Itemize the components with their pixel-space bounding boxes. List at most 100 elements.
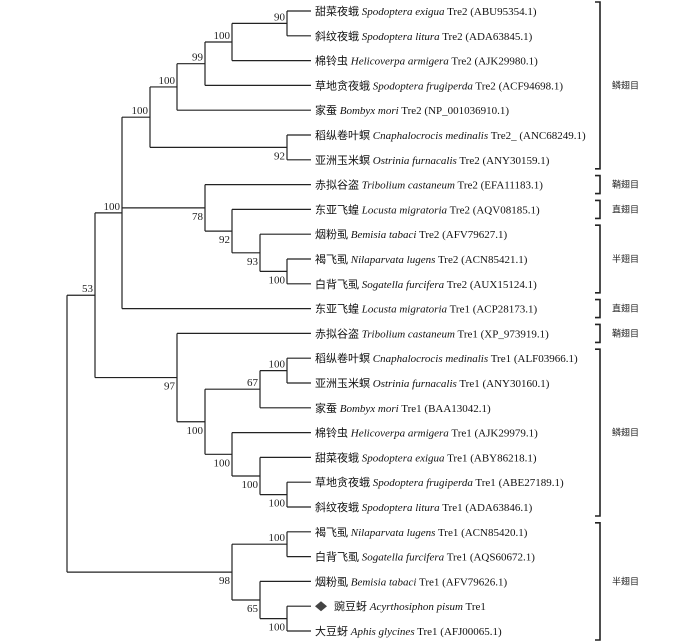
bootstrap-value: 100 bbox=[269, 532, 286, 544]
accession-number: (AQV08185.1) bbox=[470, 204, 540, 216]
taxon-label: 家蚕 Bombyx mori Tre1 (BAA13042.1) bbox=[315, 401, 491, 415]
order-label: 半翅目 bbox=[612, 575, 639, 587]
species-name: Nilaparvata lugens bbox=[350, 254, 436, 266]
order-label: 直翅目 bbox=[612, 303, 639, 315]
chinese-name: 斜纹夜蛾 bbox=[315, 29, 362, 43]
taxon-label: 烟粉虱 Bemisia tabaci Tre1 (AFV79626.1) bbox=[315, 574, 508, 588]
gene-name: Tre2 bbox=[473, 80, 496, 92]
accession-number: (AFV79627.1) bbox=[439, 229, 507, 241]
chinese-name: 豌豆蚜 bbox=[334, 599, 370, 613]
bootstrap-value: 97 bbox=[164, 381, 176, 393]
species-name: Spodoptera litura bbox=[362, 502, 440, 514]
species-name: Spodoptera exigua bbox=[362, 452, 445, 464]
chinese-name: 棉铃虫 bbox=[315, 426, 351, 440]
accession-number: (ANY30159.1) bbox=[480, 155, 550, 167]
taxon-label: 大豆蚜 Aphis glycines Tre1 (AFJ00065.1) bbox=[315, 624, 502, 638]
gene-name: Tre2_ bbox=[488, 130, 517, 142]
species-name: Spodoptera litura bbox=[362, 31, 440, 43]
order-bracket bbox=[595, 1, 601, 170]
diamond-marker-icon bbox=[315, 601, 327, 612]
species-name: Nilaparvata lugens bbox=[350, 527, 436, 539]
taxon-label: 亚洲玉米螟 Ostrinia furnacalis Tre2 (ANY30159… bbox=[315, 154, 550, 167]
chinese-name: 大豆蚜 bbox=[315, 624, 351, 638]
bootstrap-value: 100 bbox=[269, 359, 286, 371]
bootstrap-value: 53 bbox=[82, 283, 94, 295]
chinese-name: 草地贪夜蛾 bbox=[315, 475, 373, 489]
gene-name: Tre1 bbox=[449, 428, 472, 440]
taxon-label: 棉铃虫 Helicoverpa armigera Tre1 (AJK29979.… bbox=[315, 426, 538, 440]
taxon-label: 家蚕 Bombyx mori Tre2 (NP_001036910.1) bbox=[315, 103, 509, 117]
gene-name: Tre2 bbox=[455, 180, 478, 192]
order-bracket bbox=[595, 224, 601, 294]
order-label: 鳞翅目 bbox=[612, 79, 639, 91]
accession-number: (ACF94698.1) bbox=[496, 80, 564, 92]
bootstrap-value: 90 bbox=[274, 11, 286, 23]
bootstrap-value: 67 bbox=[247, 377, 259, 389]
order-bracket bbox=[595, 522, 601, 641]
gene-name: Tre1 bbox=[399, 403, 422, 415]
taxon-label: 棉铃虫 Helicoverpa armigera Tre2 (AJK29980.… bbox=[315, 54, 538, 68]
species-name: Spodoptera exigua bbox=[362, 6, 445, 18]
gene-name: Tre2 bbox=[447, 204, 470, 216]
accession-number: (ALF03966.1) bbox=[511, 353, 578, 365]
bootstrap-value: 100 bbox=[104, 201, 121, 213]
chinese-name: 东亚飞蝗 bbox=[315, 303, 362, 316]
species-name: Sogatella furcifera bbox=[362, 279, 445, 291]
accession-number: (ABU95354.1) bbox=[467, 6, 536, 18]
chinese-name: 甜菜夜蛾 bbox=[315, 450, 362, 464]
gene-name: Tre2 bbox=[416, 229, 439, 241]
accession-number: (AJK29980.1) bbox=[472, 56, 538, 68]
taxon-label: 赤拟谷盗 Tribolium castaneum Tre1 (XP_973919… bbox=[315, 326, 549, 340]
species-name: Helicoverpa armigera bbox=[350, 428, 450, 440]
bootstrap-value: 92 bbox=[219, 234, 230, 246]
accession-number: (AJK29979.1) bbox=[472, 428, 538, 440]
order-bracket bbox=[595, 298, 601, 319]
gene-name: Tre1 bbox=[457, 378, 480, 390]
bootstrap-value: 99 bbox=[192, 52, 204, 64]
order-bracket bbox=[595, 199, 601, 220]
species-name: Cnaphalocrocis medinalis bbox=[373, 130, 488, 142]
chinese-name: 稻纵卷叶螟 bbox=[315, 351, 373, 365]
bootstrap-value: 100 bbox=[269, 622, 286, 634]
order-label: 鞘翅目 bbox=[612, 179, 639, 191]
species-name: Locusta migratoria bbox=[361, 204, 448, 216]
chinese-name: 亚洲玉米螟 bbox=[315, 154, 373, 167]
gene-name: Tre1 bbox=[455, 328, 478, 340]
accession-number: (ACN85421.1) bbox=[458, 254, 527, 266]
chinese-name: 褐飞虱 bbox=[315, 252, 351, 266]
chinese-name: 家蚕 bbox=[315, 401, 340, 415]
accession-number: (EFA11183.1) bbox=[478, 180, 543, 192]
bootstrap-value: 92 bbox=[274, 150, 285, 162]
taxon-label: 东亚飞蝗 Locusta migratoria Tre1 (ACP28173.1… bbox=[315, 303, 538, 316]
chinese-name: 家蚕 bbox=[315, 103, 340, 117]
gene-name: Tre2 bbox=[449, 56, 472, 68]
bootstrap-value: 100 bbox=[159, 75, 176, 87]
species-name: Tribolium castaneum bbox=[362, 328, 455, 340]
bootstrap-value: 93 bbox=[247, 256, 259, 268]
order-bracket bbox=[595, 174, 601, 195]
bootstrap-value: 100 bbox=[269, 274, 286, 286]
gene-name: Tre2 bbox=[445, 6, 468, 18]
gene-name: Tre2 bbox=[435, 254, 458, 266]
species-name: Sogatella furcifera bbox=[362, 552, 445, 564]
accession-number: (BAA13042.1) bbox=[422, 403, 491, 415]
species-name: Bombyx mori bbox=[340, 403, 399, 415]
accession-number: (AFJ00065.1) bbox=[438, 626, 503, 638]
order-label: 鞘翅目 bbox=[612, 327, 639, 339]
taxon-label: 亚洲玉米螟 Ostrinia furnacalis Tre1 (ANY30160… bbox=[315, 377, 550, 390]
order-bracket bbox=[595, 323, 601, 344]
species-name: Spodoptera frugiperda bbox=[373, 477, 474, 489]
gene-name: Tre1 bbox=[444, 552, 467, 564]
chinese-name: 白背飞虱 bbox=[315, 277, 362, 291]
species-name: Aphis glycines bbox=[350, 626, 415, 638]
taxon-label: 斜纹夜蛾 Spodoptera litura Tre1 (ADA63846.1) bbox=[315, 500, 533, 514]
species-name: Locusta migratoria bbox=[361, 304, 448, 316]
species-name: Bombyx mori bbox=[340, 105, 399, 117]
gene-name: Tre1 bbox=[435, 527, 458, 539]
chinese-name: 稻纵卷叶螟 bbox=[315, 128, 373, 142]
bootstrap-value: 78 bbox=[192, 211, 204, 223]
taxon-label: 东亚飞蝗 Locusta migratoria Tre2 (AQV08185.1… bbox=[315, 203, 540, 216]
species-name: Tribolium castaneum bbox=[362, 180, 455, 192]
accession-number: (ABY86218.1) bbox=[467, 452, 536, 464]
